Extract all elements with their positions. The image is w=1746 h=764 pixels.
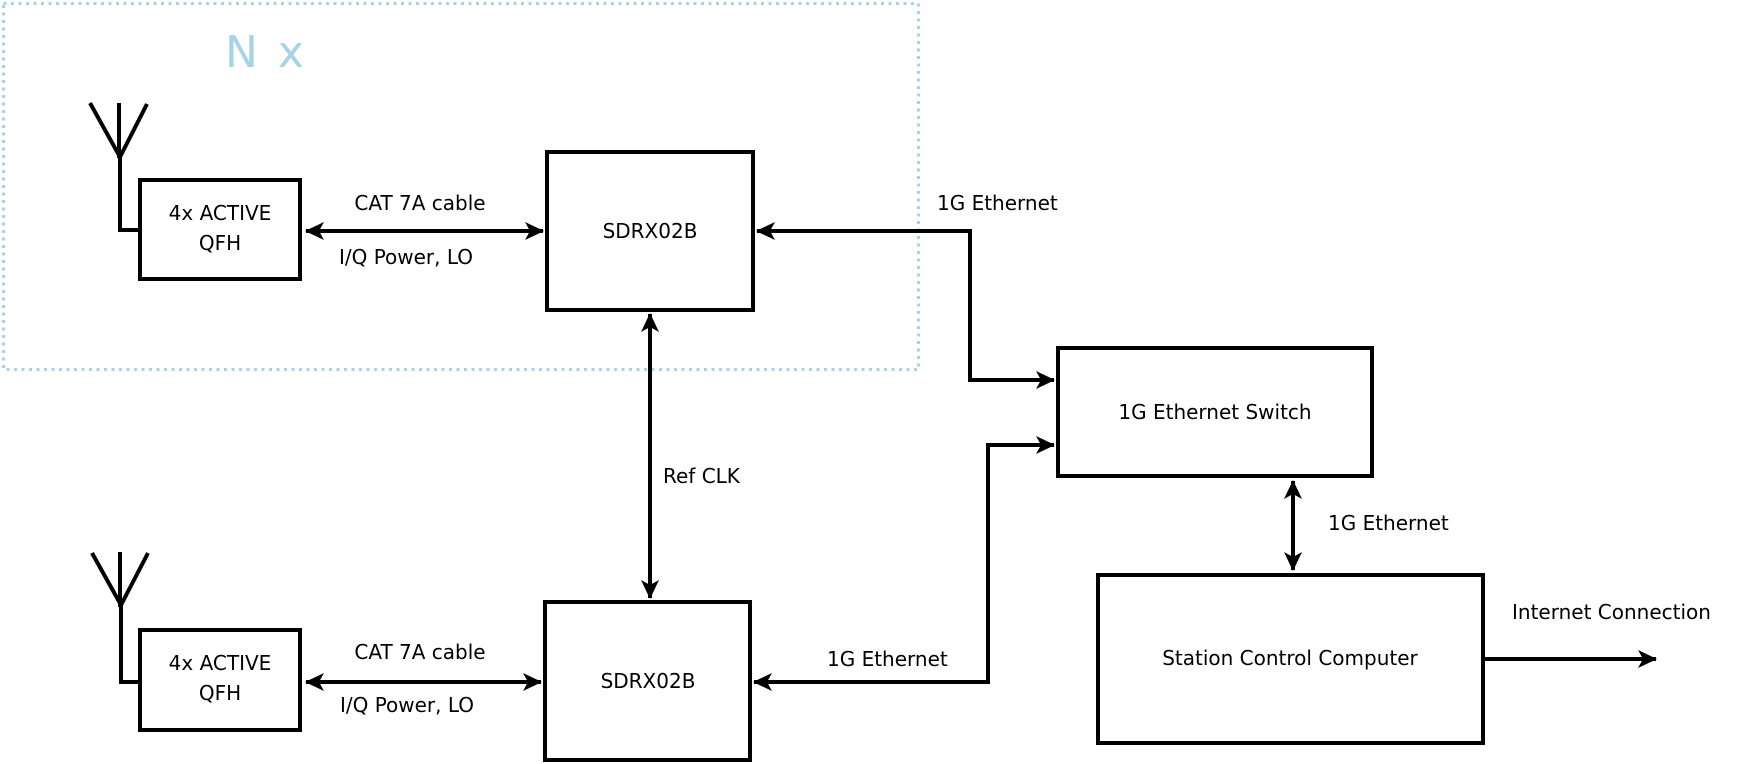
ethernet-label-top: 1G Ethernet <box>937 191 1058 215</box>
ethernet-switch-box <box>1056 346 1374 478</box>
station-computer-box <box>1096 573 1485 745</box>
qfh-box-top-label-line1: 4x ACTIVE <box>169 201 272 225</box>
antenna-icon-top <box>88 102 149 232</box>
ethernet-switch-label: 1G Ethernet Switch <box>1118 400 1311 424</box>
ethernet-link-top <box>756 222 1055 389</box>
cat7a-cable-label-top: CAT 7A cable <box>354 191 485 215</box>
n-multiplier-group-box <box>2 2 920 371</box>
qfh-box-bottom-label-line2: QFH <box>199 681 241 705</box>
cat7a-cable-label-bottom: CAT 7A cable <box>354 640 485 664</box>
internet-connection-label: Internet Connection <box>1512 600 1711 624</box>
qfh-box-top-label-line2: QFH <box>199 231 241 255</box>
iq-power-lo-label-bottom: I/Q Power, LO <box>340 693 474 717</box>
qfh-box-bottom <box>138 628 302 732</box>
iq-power-lo-label-top: I/Q Power, LO <box>339 245 473 269</box>
station-computer-label: Station Control Computer <box>1162 646 1418 670</box>
ethernet-link-bottom <box>753 436 1055 691</box>
sdrx02b-box-bottom <box>543 600 752 762</box>
qfh-box-bottom-label-line1: 4x ACTIVE <box>169 651 272 675</box>
sdrx02b-box-bottom-label: SDRX02B <box>601 669 696 693</box>
n-multiplier-label: N x <box>225 27 307 78</box>
ref-clk-label: Ref CLK <box>663 464 741 488</box>
sdrx02b-box-top <box>545 150 755 312</box>
ethernet-label-bottom: 1G Ethernet <box>827 647 948 671</box>
sdrx02b-box-top-label: SDRX02B <box>603 219 698 243</box>
ethernet-label-switch-computer: 1G Ethernet <box>1328 511 1449 535</box>
qfh-box-top <box>138 178 302 281</box>
antenna-icon-bottom <box>90 552 150 684</box>
